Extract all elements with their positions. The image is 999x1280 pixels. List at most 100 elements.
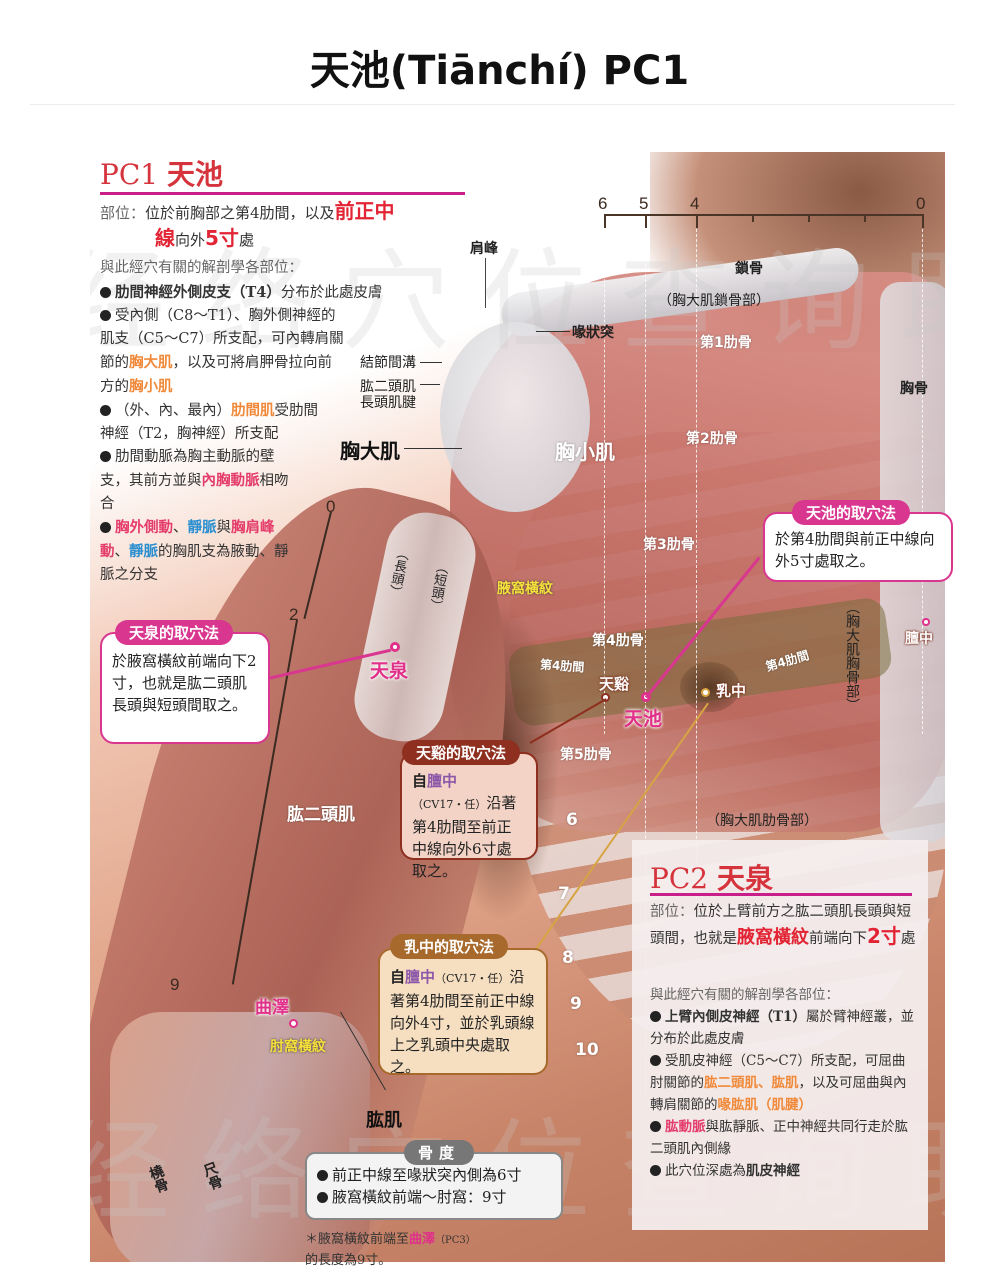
- callout-tianxi-tag: 天谿的取穴法: [402, 740, 521, 765]
- page-title: 天池(Tiānchí) PC1: [309, 48, 690, 94]
- label-coracoid: 喙狀突: [572, 325, 614, 341]
- rib-number: 7: [558, 884, 570, 904]
- acupoint-tianquan-label: 天泉: [370, 660, 409, 682]
- label-clavicle: 鎖骨: [735, 261, 763, 277]
- pc1-item: 胸外側動、靜脈與胸肩峰動、靜脈的胸肌支為腋動、靜脈之分支: [100, 519, 289, 583]
- pc1-code: PC1: [100, 158, 159, 191]
- callout-tianxi: 自膻中（CV17・任）沿著第4肋間至前正中線向外6寸處取之。: [400, 752, 538, 880]
- guide-line-5: [645, 214, 646, 1094]
- scale-tick: [645, 214, 647, 228]
- acupoint-tianchi-label: 天池: [624, 708, 663, 730]
- pc1-item: 受內側（C8〜T1）、胸外側神經的肌支（C5〜C7）所支配，可內轉肩關節的胸大肌…: [100, 308, 344, 395]
- scale-tick: [864, 214, 866, 222]
- pc1-location-text: 位於前胸部之第4肋間，以及: [145, 204, 335, 222]
- rib-number: 9: [570, 994, 582, 1014]
- pc2-related-heading: 與此經穴有關的解剖學各部位：: [650, 987, 839, 1003]
- acupoint-quze-marker[interactable]: [289, 1019, 298, 1028]
- scale-tick: [922, 214, 924, 228]
- rib-number: 10: [575, 1040, 599, 1060]
- guide-line-6: [604, 214, 605, 734]
- arm-scale-label: 9: [170, 975, 180, 994]
- label-pec-major-clavicular: （胸大肌鎖骨部）: [658, 293, 770, 309]
- scale-label: 5: [639, 194, 649, 213]
- leader-coracoid: [536, 331, 570, 332]
- rib-number: 6: [566, 810, 578, 830]
- footnote: ＊腋窩橫紋前端至曲澤（PC3）的長度為9寸。: [305, 1232, 476, 1268]
- callout-tianquan-tag: 天泉的取穴法: [115, 620, 234, 645]
- pc1-location: 部位：位於前胸部之第4肋間，以及前正中 線向外5寸處: [100, 199, 470, 253]
- acupoint-tanzhong-label: 膻中: [905, 631, 933, 647]
- rib-number: 8: [562, 948, 574, 968]
- scale-tick: [604, 214, 606, 228]
- callout-ruzhong-tag: 乳中的取穴法: [390, 934, 509, 959]
- pc1-location-highlight: 線: [155, 226, 175, 250]
- label-rib2: 第2肋骨: [686, 431, 738, 447]
- label-pec-major-sternal: （胸大肌胸骨部）: [844, 600, 860, 712]
- acupoint-tianxi-label: 天谿: [599, 675, 630, 693]
- label-biceps: 肱二頭肌: [287, 805, 355, 825]
- watermark-top: 经络穴位查询助手: [90, 238, 945, 366]
- pc2-divider: [650, 893, 912, 896]
- pc1-related-list: 肋間神經外側皮支（T4）分布於此處皮膚 受內側（C8〜T1）、胸外側神經的肌支（…: [100, 281, 400, 587]
- pc1-location-highlight: 前正中: [334, 199, 395, 223]
- label-brachialis: 肱肌: [366, 1110, 402, 1131]
- pc1-location-label: 部位：: [100, 204, 146, 222]
- leader-acromion: [485, 258, 486, 308]
- label-rib1: 第1肋骨: [700, 335, 752, 351]
- scale-tick: [808, 214, 810, 222]
- pc1-divider: [100, 192, 465, 195]
- pc1-heading: PC1 天池: [100, 153, 223, 193]
- callout-ruzhong-text: 自膻中（CV17・任）沿著第4肋間至前正中線向外4寸，並於乳頭線上之乳頭中央處取…: [390, 968, 535, 1076]
- label-axillary-crease: 腋窩橫紋: [497, 581, 553, 597]
- pc2-item: 上臂內側皮神經（T1）屬於臂神經叢，並分布於此處皮膚: [650, 1009, 914, 1047]
- label-biceps-long-tendon-2: 長頭肌腱: [360, 395, 416, 411]
- arm-scale-label: 2: [289, 605, 299, 624]
- pc1-related-heading: 與此經穴有關的解剖學各部位：: [100, 260, 303, 276]
- pc2-item: 此穴位深處為肌皮神經: [650, 1160, 918, 1182]
- pc2-related-list: 上臂內側皮神經（T1）屬於臂神經叢，並分布於此處皮膚 受肌皮神經（C5〜C7）所…: [650, 1006, 918, 1182]
- pc1-item: 肋間神經外側皮支（T4）分布於此處皮膚: [100, 281, 400, 305]
- pc2-panel: [632, 840, 928, 1230]
- acupoint-ruzhong-marker[interactable]: [701, 688, 710, 697]
- pc2-heading: PC2 天泉: [650, 857, 773, 897]
- label-ics4-left: 第4肋間: [539, 657, 585, 675]
- top-scale-bar: [604, 214, 924, 216]
- pc1-item: （外、內、最內）肋間肌受肋間神經（T2，胸神經）所支配: [100, 402, 318, 442]
- pc2-item: 受肌皮神經（C5〜C7）所支配，可屈曲肘關節的肱二頭肌、肱肌，以及可屈曲與內轉肩…: [650, 1053, 907, 1113]
- callout-tianxi-text: 自膻中（CV17・任）沿著第4肋間至前正中線向外6寸處取之。: [412, 772, 517, 880]
- label-rib3: 第3肋骨: [643, 537, 695, 553]
- label-acromion: 肩峰: [470, 241, 498, 257]
- callout-tianquan-text: 於腋窩橫紋前端向下2寸，也就是肱二頭肌長頭與短頭間取之。: [112, 652, 257, 714]
- label-pec-major: 胸大肌: [340, 439, 400, 463]
- pc2-location-highlight: 2寸: [867, 924, 901, 948]
- label-pec-minor: 胸小肌: [555, 440, 615, 464]
- acupoint-tianxi-marker[interactable]: [601, 693, 610, 702]
- callout-tianquan: 於腋窩橫紋前端向下2寸，也就是肱二頭肌長頭與短頭間取之。: [100, 632, 270, 744]
- acupoint-tianquan-marker[interactable]: [390, 642, 400, 652]
- leader-pec-major: [404, 448, 462, 449]
- callout-tianchi-text: 於第4肋間與前正中線向外5寸處取之。: [775, 530, 935, 570]
- acupoint-tanzhong-marker[interactable]: [922, 618, 930, 626]
- label-pec-major-costal: （胸大肌肋骨部）: [706, 813, 818, 829]
- pc2-location-text: 處: [900, 931, 916, 947]
- acupoint-ruzhong-label: 乳中: [716, 682, 747, 700]
- scale-tick: [752, 214, 754, 222]
- label-cubital-crease: 肘窩橫紋: [270, 1039, 326, 1055]
- pc1-item: 肋間動脈為胸主動脈的壁支，其前方並與內胸動脈相吻合: [100, 449, 289, 512]
- pc2-location-label: 部位：: [650, 904, 694, 920]
- scale-label: 0: [916, 194, 926, 213]
- pc1-location-text: 處: [238, 231, 254, 249]
- pc2-location: 部位：位於上臂前方之肱二頭肌長頭與短頭間，也就是腋窩橫紋前端向下2寸處: [650, 900, 920, 951]
- label-rib4: 第4肋骨: [592, 633, 644, 649]
- pc2-location-highlight: 腋窩橫紋: [737, 927, 809, 948]
- gudu-line: 腋窩橫紋前端〜肘窩：9寸: [317, 1186, 551, 1208]
- scale-label: 4: [690, 194, 700, 213]
- acupoint-quze-label: 曲澤: [255, 998, 289, 1018]
- label-sternum: 胸骨: [900, 381, 928, 397]
- label-rib5: 第5肋骨: [560, 747, 612, 763]
- forearm-shape: [110, 1012, 370, 1262]
- nipple-areola-shape: [680, 662, 740, 712]
- scale-tick: [696, 214, 698, 228]
- callout-gudu-tag: 骨度: [404, 1140, 475, 1165]
- gudu-line: 前正中線至喙狀突內側為6寸: [317, 1164, 551, 1186]
